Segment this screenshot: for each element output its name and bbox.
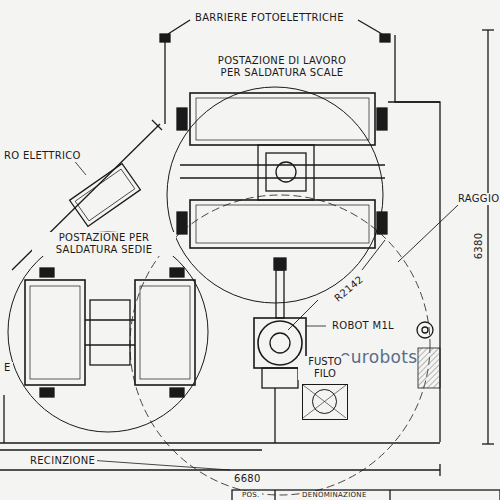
drum-box [302, 384, 348, 420]
radius-label: RAGGIO [456, 193, 500, 205]
barrier-label: BARRIERE FOTOELETTRICHE [193, 12, 346, 24]
cut-label: E [2, 362, 13, 374]
drum-label: FUSTO FILO [298, 356, 352, 380]
fence-label: RECINZIONE [28, 455, 97, 467]
title-block-cell: POS. [240, 491, 262, 499]
drum-symbol [303, 385, 346, 418]
dimension: 6680 [232, 473, 263, 485]
station-title: POSTAZIONE PER SALDATURA SEDIE [32, 232, 176, 256]
cabinet-label: RO ELETTRICO [2, 150, 83, 162]
wire-drum: FUSTO FILO [298, 356, 352, 420]
dimension: 6380 [473, 231, 485, 262]
station-title: POSTAZIONE DI LAVORO PER SALDATURA SCALE [205, 55, 359, 79]
robot-label: ROBOT M1L [330, 320, 396, 332]
radius-dimension: R2142 [331, 272, 368, 306]
title-block-cell: DENOMINAZIONE [300, 491, 369, 499]
